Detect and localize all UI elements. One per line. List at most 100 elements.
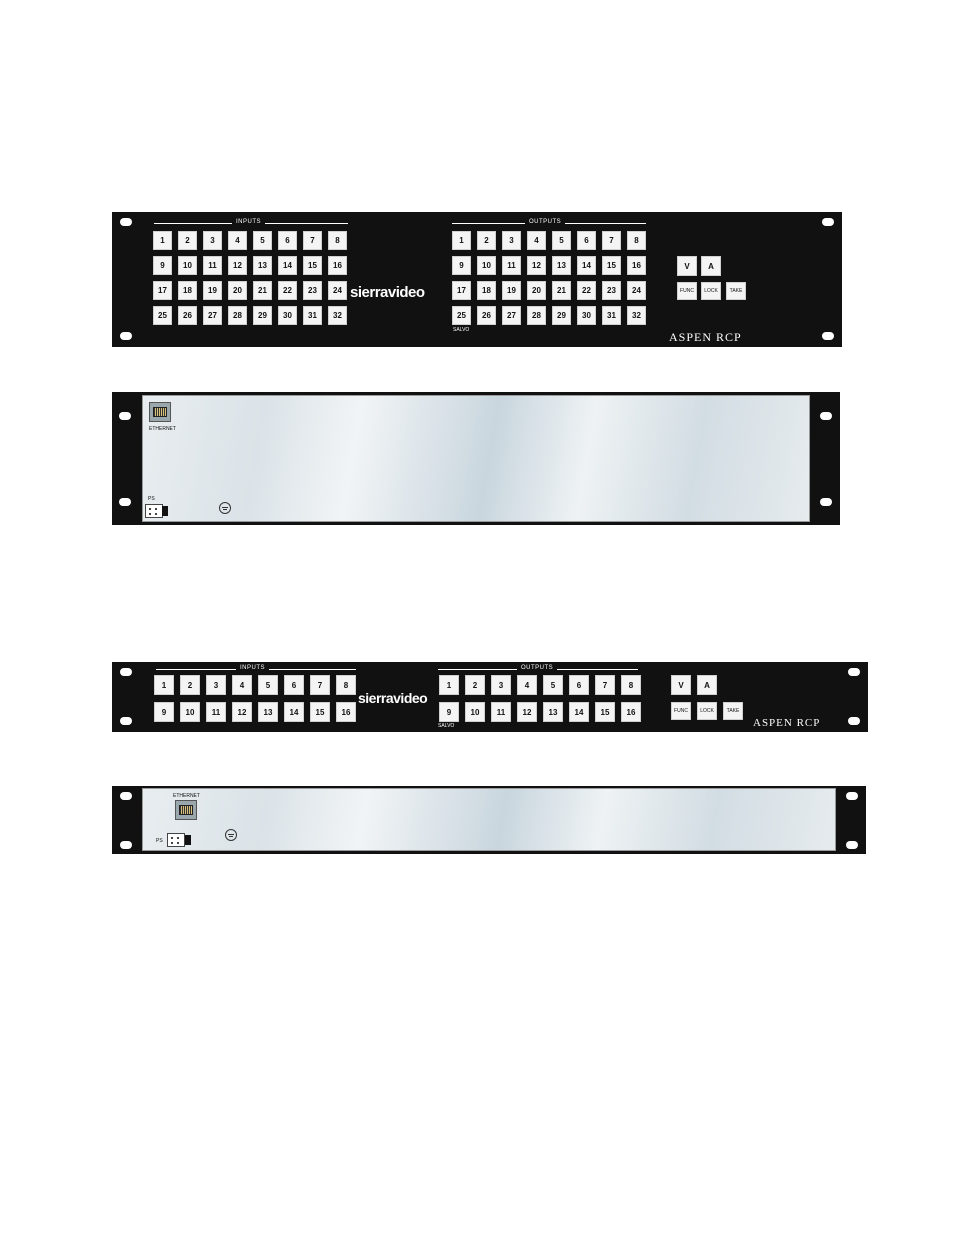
input-button[interactable]: 12 [228, 256, 247, 275]
output-button[interactable]: 12 [527, 256, 546, 275]
output-button[interactable]: 25 [452, 306, 471, 325]
input-button[interactable]: 32 [328, 306, 347, 325]
input-button[interactable]: 9 [154, 702, 174, 722]
audio-button[interactable]: A [701, 256, 721, 276]
input-button[interactable]: 17 [153, 281, 172, 300]
output-button[interactable]: 13 [552, 256, 571, 275]
input-button[interactable]: 23 [303, 281, 322, 300]
output-button[interactable]: 8 [621, 675, 641, 695]
output-button[interactable]: 1 [452, 231, 471, 250]
func-button[interactable]: FUNC [677, 282, 697, 300]
input-button[interactable]: 13 [253, 256, 272, 275]
input-button[interactable]: 16 [328, 256, 347, 275]
output-button[interactable]: 17 [452, 281, 471, 300]
input-button[interactable]: 15 [303, 256, 322, 275]
output-button[interactable]: 11 [491, 702, 511, 722]
take-button[interactable]: TAKE [726, 282, 746, 300]
output-button[interactable]: 3 [502, 231, 521, 250]
output-button[interactable]: 2 [465, 675, 485, 695]
output-button[interactable]: 23 [602, 281, 621, 300]
power-connector[interactable] [145, 504, 163, 518]
video-button[interactable]: V [671, 675, 691, 695]
input-button[interactable]: 24 [328, 281, 347, 300]
input-button[interactable]: 25 [153, 306, 172, 325]
output-button[interactable]: 26 [477, 306, 496, 325]
input-button[interactable]: 13 [258, 702, 278, 722]
output-button[interactable]: 30 [577, 306, 596, 325]
output-button[interactable]: 4 [517, 675, 537, 695]
input-button[interactable]: 31 [303, 306, 322, 325]
input-button[interactable]: 11 [203, 256, 222, 275]
take-button[interactable]: TAKE [723, 702, 743, 720]
output-button[interactable]: 2 [477, 231, 496, 250]
input-button[interactable]: 10 [178, 256, 197, 275]
output-button[interactable]: 29 [552, 306, 571, 325]
input-button[interactable]: 28 [228, 306, 247, 325]
input-button[interactable]: 14 [284, 702, 304, 722]
output-button[interactable]: 7 [595, 675, 615, 695]
input-button[interactable]: 19 [203, 281, 222, 300]
output-button[interactable]: 4 [527, 231, 546, 250]
input-button[interactable]: 2 [178, 231, 197, 250]
output-button[interactable]: 16 [621, 702, 641, 722]
output-button[interactable]: 3 [491, 675, 511, 695]
output-button[interactable]: 27 [502, 306, 521, 325]
input-button[interactable]: 4 [228, 231, 247, 250]
output-button[interactable]: 10 [465, 702, 485, 722]
output-button[interactable]: 5 [543, 675, 563, 695]
audio-button[interactable]: A [697, 675, 717, 695]
input-button[interactable]: 26 [178, 306, 197, 325]
output-button[interactable]: 9 [439, 702, 459, 722]
output-button[interactable]: 15 [602, 256, 621, 275]
input-button[interactable]: 4 [232, 675, 252, 695]
input-button[interactable]: 12 [232, 702, 252, 722]
input-button[interactable]: 1 [154, 675, 174, 695]
output-button[interactable]: 14 [569, 702, 589, 722]
input-button[interactable]: 27 [203, 306, 222, 325]
output-button[interactable]: 21 [552, 281, 571, 300]
output-button[interactable]: 31 [602, 306, 621, 325]
input-button[interactable]: 7 [310, 675, 330, 695]
video-button[interactable]: V [677, 256, 697, 276]
input-button[interactable]: 11 [206, 702, 226, 722]
output-button[interactable]: 15 [595, 702, 615, 722]
output-button[interactable]: 19 [502, 281, 521, 300]
input-button[interactable]: 6 [284, 675, 304, 695]
input-button[interactable]: 10 [180, 702, 200, 722]
output-button[interactable]: 20 [527, 281, 546, 300]
output-button[interactable]: 6 [569, 675, 589, 695]
output-button[interactable]: 14 [577, 256, 596, 275]
input-button[interactable]: 5 [253, 231, 272, 250]
input-button[interactable]: 5 [258, 675, 278, 695]
output-button[interactable]: 10 [477, 256, 496, 275]
output-button[interactable]: 8 [627, 231, 646, 250]
input-button[interactable]: 16 [336, 702, 356, 722]
output-button[interactable]: 28 [527, 306, 546, 325]
ethernet-port[interactable] [175, 800, 197, 820]
output-button[interactable]: 1 [439, 675, 459, 695]
input-button[interactable]: 2 [180, 675, 200, 695]
input-button[interactable]: 8 [328, 231, 347, 250]
input-button[interactable]: 22 [278, 281, 297, 300]
output-button[interactable]: 32 [627, 306, 646, 325]
output-button[interactable]: 22 [577, 281, 596, 300]
input-button[interactable]: 3 [203, 231, 222, 250]
output-button[interactable]: 9 [452, 256, 471, 275]
output-button[interactable]: 7 [602, 231, 621, 250]
input-button[interactable]: 20 [228, 281, 247, 300]
input-button[interactable]: 7 [303, 231, 322, 250]
output-button[interactable]: 12 [517, 702, 537, 722]
input-button[interactable]: 21 [253, 281, 272, 300]
func-button[interactable]: FUNC [671, 702, 691, 720]
lock-button[interactable]: LOCK [697, 702, 717, 720]
input-button[interactable]: 6 [278, 231, 297, 250]
output-button[interactable]: 5 [552, 231, 571, 250]
lock-button[interactable]: LOCK [701, 282, 721, 300]
input-button[interactable]: 30 [278, 306, 297, 325]
power-connector[interactable] [167, 833, 185, 847]
input-button[interactable]: 18 [178, 281, 197, 300]
output-button[interactable]: 13 [543, 702, 563, 722]
output-button[interactable]: 24 [627, 281, 646, 300]
ethernet-port[interactable] [149, 402, 171, 422]
input-button[interactable]: 15 [310, 702, 330, 722]
